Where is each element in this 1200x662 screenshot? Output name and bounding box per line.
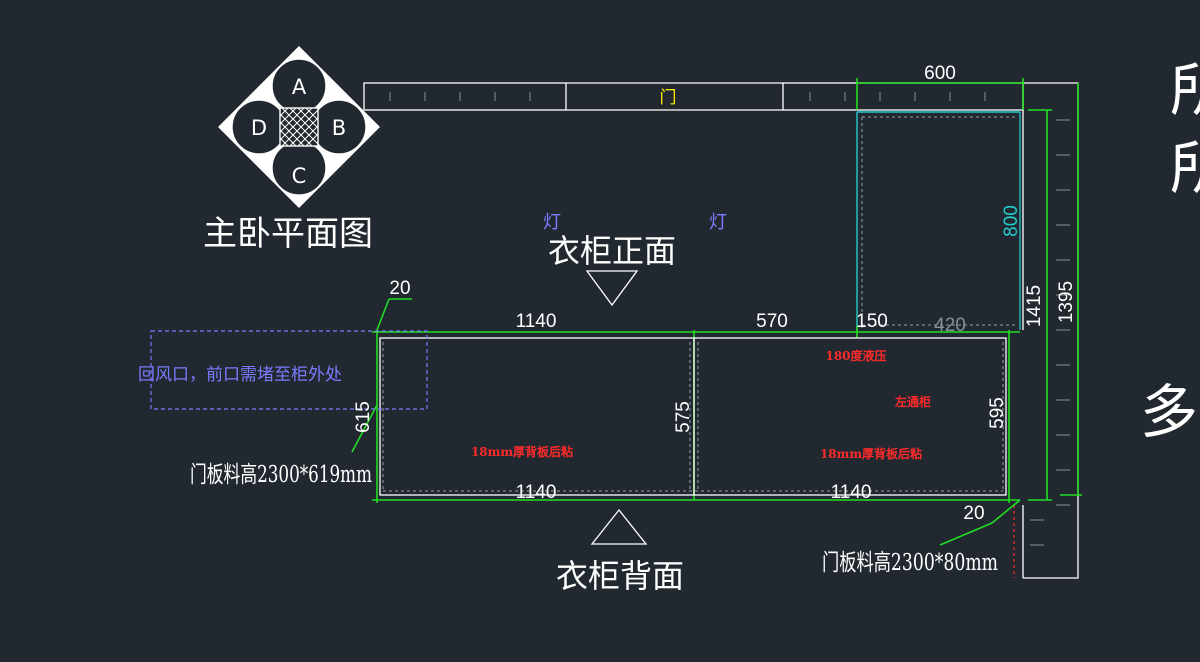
compass-d-label: D <box>251 116 267 140</box>
dim-595: 595 <box>987 397 1008 429</box>
dim-600: 600 <box>924 63 956 84</box>
light-label-2: 灯 <box>709 212 727 233</box>
left-panel-note: 门板料高2300*619mm <box>190 462 372 488</box>
hinge-note: 180度液压 <box>825 348 886 363</box>
edge-char-3: 多 <box>1140 378 1198 446</box>
corner-note: 左通柜 <box>894 394 931 409</box>
front-label: 衣柜正面 <box>548 232 676 270</box>
edge-char-1: 所 <box>1170 56 1200 124</box>
wall-ticks <box>389 92 986 101</box>
right-wall-ticks <box>1030 119 1070 546</box>
edge-char-2: 所 <box>1170 134 1200 202</box>
dimension-lines <box>351 78 1082 546</box>
compass-b-label: B <box>332 116 346 140</box>
dim-1140-bottom-left: 1140 <box>516 482 557 503</box>
wardrobe-inner-dashes <box>382 342 1004 492</box>
back-view-arrow <box>590 508 648 545</box>
right-panel-note: 门板料高2300*80mm <box>822 550 998 576</box>
compass-a-label: A <box>292 75 307 99</box>
dim-1140-top: 1140 <box>516 311 557 332</box>
light-label-1: 灯 <box>543 212 561 233</box>
dim-1415: 1415 <box>1024 285 1045 327</box>
dim-20-left: 20 <box>389 278 410 299</box>
dim-420: 420 <box>934 315 966 336</box>
dim-1395: 1395 <box>1056 281 1077 323</box>
door-label: 门 <box>660 88 677 108</box>
dim-150: 150 <box>856 311 888 332</box>
dim-20-right: 20 <box>963 503 984 524</box>
compass-symbol <box>218 46 380 208</box>
back-label: 衣柜背面 <box>556 557 684 595</box>
compass-c-label: C <box>292 164 307 188</box>
dim-575: 575 <box>673 401 694 433</box>
top-wall <box>363 82 1024 111</box>
dim-1140-bottom-right: 1140 <box>831 482 872 503</box>
corner-unit <box>856 111 1021 330</box>
front-view-arrow <box>585 270 639 307</box>
vent-note: 回风口，前口需堵至柜外处 <box>138 365 342 385</box>
plan-title: 主卧平面图 <box>203 214 373 254</box>
back-panel-note-left: 18mm厚背板后粘 <box>471 444 573 459</box>
back-panel-note-right: 18mm厚背板后粘 <box>820 446 922 461</box>
dim-615: 615 <box>353 401 374 433</box>
dim-570: 570 <box>756 311 788 332</box>
wardrobe-body <box>379 337 1007 496</box>
dim-800: 800 <box>1001 205 1022 237</box>
vent-box <box>150 330 428 410</box>
